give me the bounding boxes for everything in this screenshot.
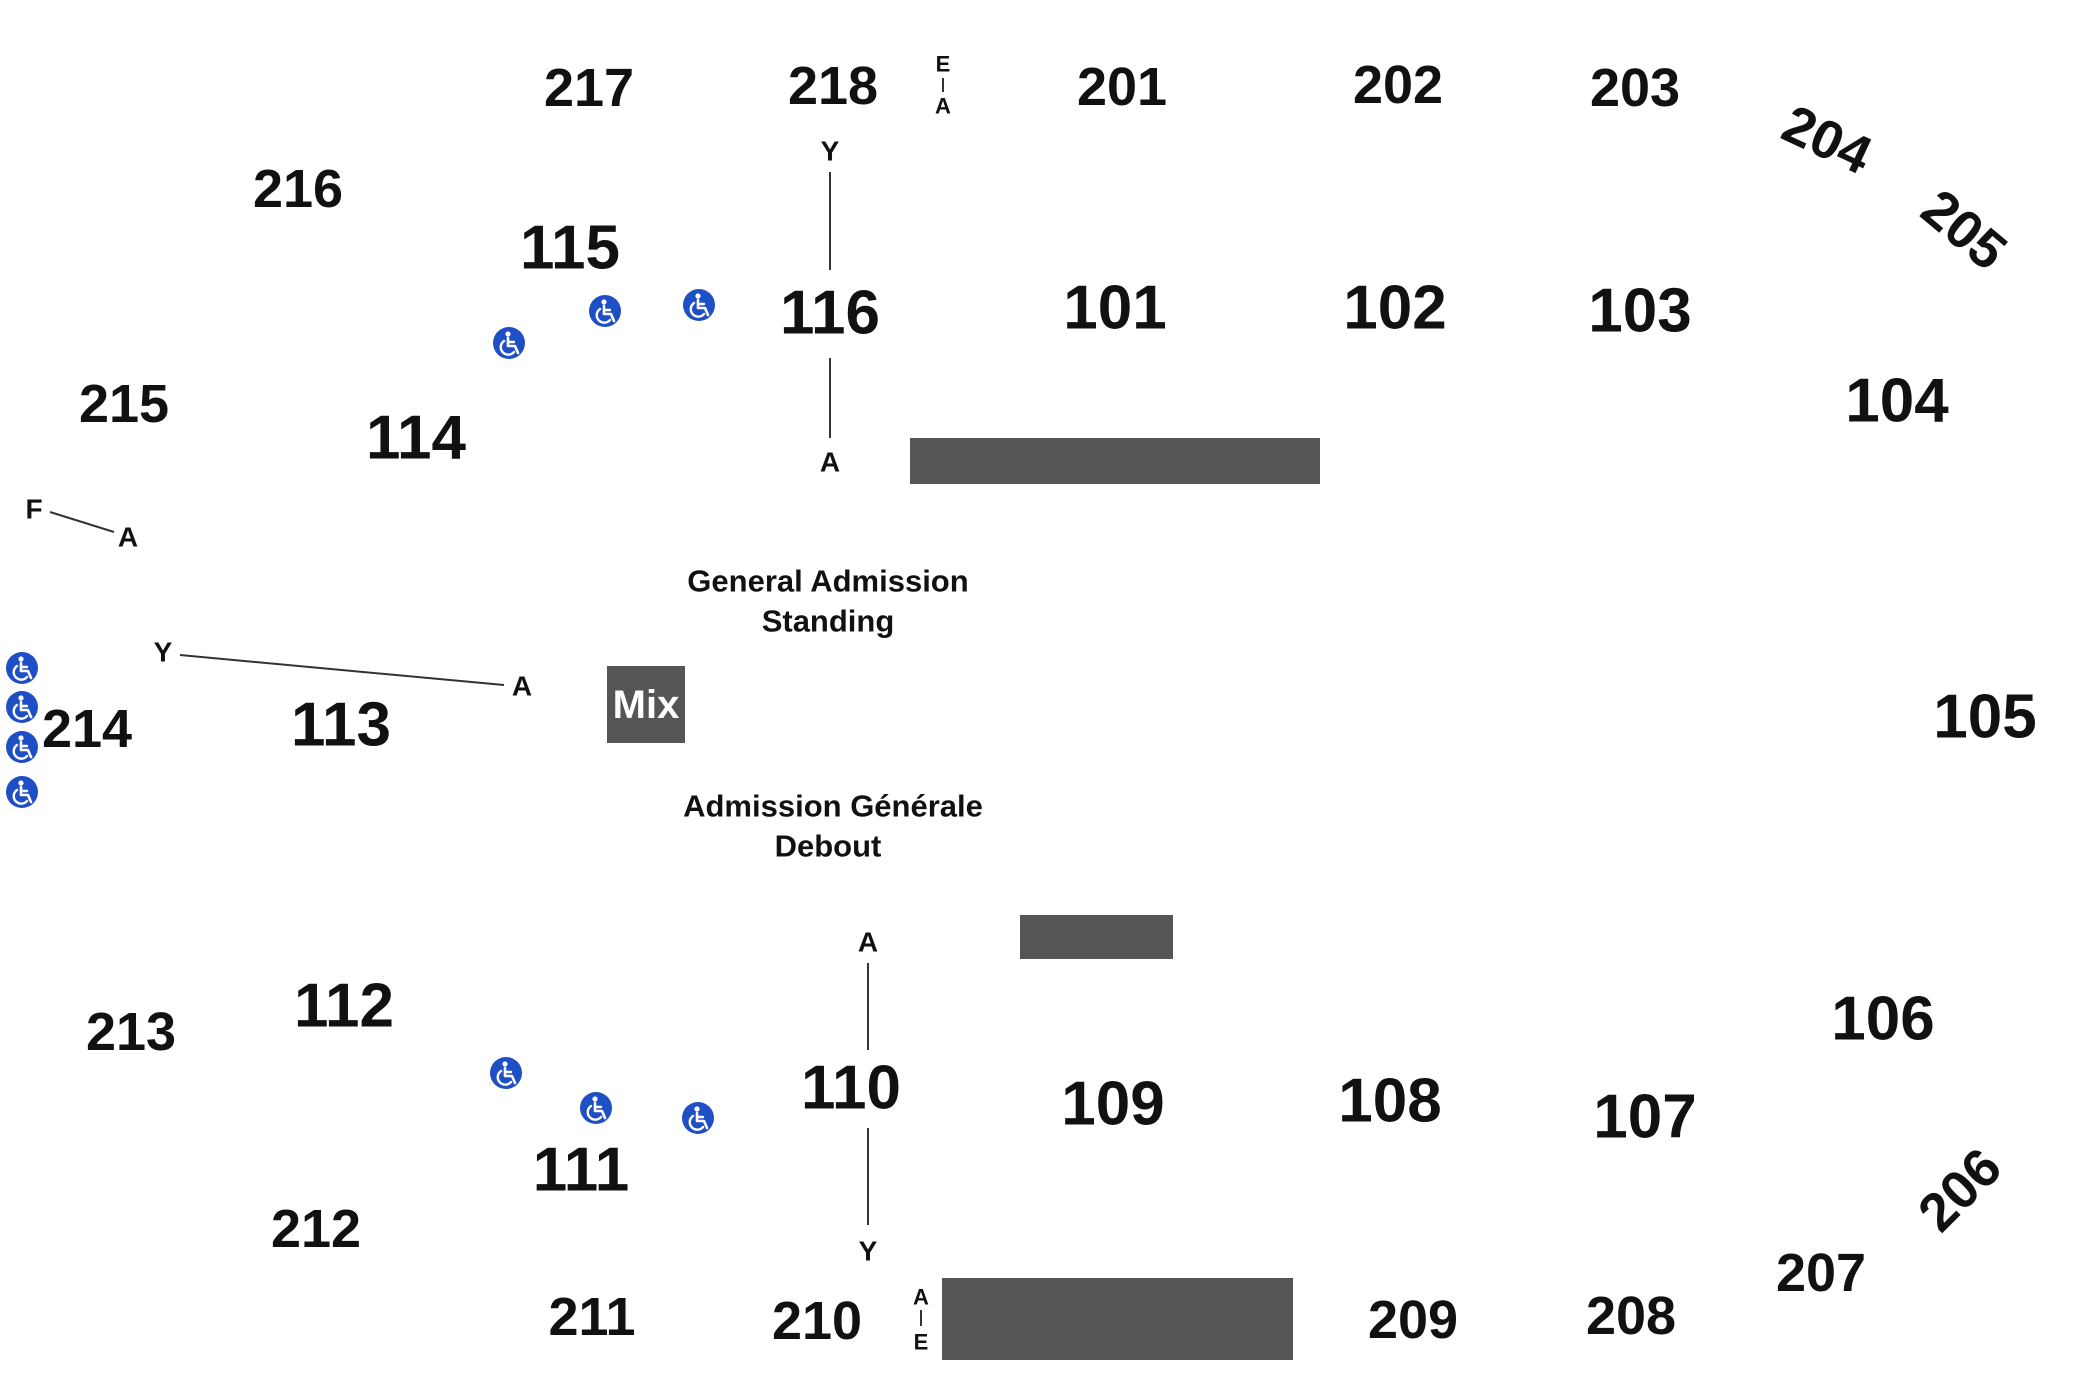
section-207[interactable]: 207	[1776, 1243, 1866, 1303]
blocked-area-top	[910, 438, 1320, 484]
row-marker-a-113: A	[512, 671, 532, 702]
floor-label-fr-line1[interactable]: Admission Générale	[683, 789, 983, 824]
section-109[interactable]: 109	[1061, 1070, 1164, 1139]
section-210[interactable]: 210	[772, 1291, 862, 1351]
section-212[interactable]: 212	[271, 1199, 361, 1259]
section-107[interactable]: 107	[1593, 1083, 1696, 1152]
wheelchair-icon[interactable]	[680, 1100, 716, 1136]
section-208[interactable]: 208	[1586, 1286, 1676, 1346]
section-105[interactable]: 105	[1933, 683, 2036, 752]
row-marker-e-bottom: E	[914, 1330, 929, 1355]
wheelchair-icon[interactable]	[587, 293, 623, 329]
section-112[interactable]: 112	[294, 972, 394, 1041]
row-marker-a-116: A	[820, 447, 840, 478]
wheelchair-icon[interactable]	[578, 1090, 614, 1126]
section-205[interactable]: 205	[1910, 178, 2018, 282]
section-113[interactable]: 113	[291, 691, 391, 760]
row-marker-f-left: F	[25, 494, 42, 525]
section-217[interactable]: 217	[544, 58, 634, 118]
row-line-113	[179, 654, 505, 686]
blocked-area-bottom	[942, 1278, 1293, 1360]
section-213[interactable]: 213	[86, 1002, 176, 1062]
section-101[interactable]: 101	[1063, 274, 1166, 343]
section-111[interactable]: 111	[533, 1136, 630, 1205]
section-104[interactable]: 104	[1845, 367, 1949, 436]
row-line-f	[49, 511, 115, 533]
wheelchair-icon[interactable]	[4, 729, 40, 765]
floor-label-fr-line2[interactable]: Debout	[775, 829, 882, 864]
wheelchair-icon[interactable]	[4, 689, 40, 725]
wheelchair-icon[interactable]	[681, 287, 717, 323]
row-marker-y-116: Y	[821, 136, 840, 167]
wheelchair-icon[interactable]	[4, 774, 40, 810]
section-209[interactable]: 209	[1368, 1290, 1458, 1350]
row-marker-a-bottom: A	[913, 1285, 929, 1310]
section-108[interactable]: 108	[1338, 1067, 1441, 1136]
row-marker-a-top: A	[935, 94, 951, 119]
mix-label: Mix	[613, 683, 680, 727]
row-marker-a-110: A	[858, 927, 878, 958]
section-106[interactable]: 106	[1831, 985, 1934, 1054]
section-110[interactable]: 110	[801, 1054, 901, 1123]
section-204[interactable]: 204	[1773, 94, 1880, 186]
section-102[interactable]: 102	[1343, 274, 1446, 343]
row-marker-a-left-upper: A	[118, 522, 138, 553]
wheelchair-icon[interactable]	[488, 1055, 524, 1091]
floor-label-en-line1[interactable]: General Admission	[687, 564, 968, 599]
section-206[interactable]: 206	[1907, 1137, 2013, 1243]
section-103[interactable]: 103	[1588, 277, 1691, 346]
floor-label-en-line2[interactable]: Standing	[762, 604, 895, 639]
section-114[interactable]: 114	[366, 404, 467, 473]
section-203[interactable]: 203	[1590, 58, 1680, 118]
section-116[interactable]: 116	[780, 279, 880, 348]
section-215[interactable]: 215	[79, 374, 169, 434]
section-216[interactable]: 216	[253, 159, 343, 219]
wheelchair-icon[interactable]	[491, 325, 527, 361]
section-218[interactable]: 218	[788, 56, 878, 116]
blocked-area-center	[1020, 915, 1173, 959]
section-115[interactable]: 115	[520, 214, 620, 283]
wheelchair-icon[interactable]	[4, 650, 40, 686]
mix-position	[607, 666, 685, 743]
section-214[interactable]: 214	[42, 699, 132, 759]
section-202[interactable]: 202	[1353, 55, 1443, 115]
section-201[interactable]: 201	[1077, 57, 1167, 117]
row-marker-e-top: E	[936, 52, 951, 77]
section-211[interactable]: 211	[548, 1287, 635, 1347]
row-marker-y-left: Y	[154, 637, 173, 668]
row-marker-y-110: Y	[859, 1236, 878, 1267]
